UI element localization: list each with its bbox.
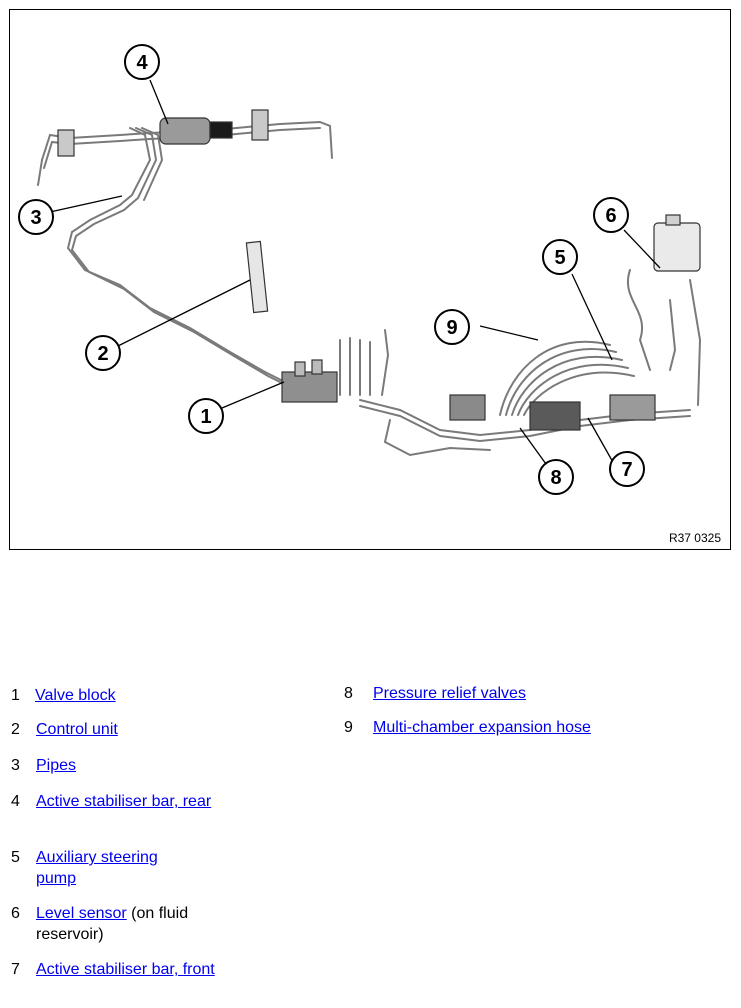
- legend-number: 2: [11, 721, 20, 738]
- callout-8: 8: [538, 459, 574, 495]
- callout-5: 5: [542, 239, 578, 275]
- callout-label: 7: [621, 459, 632, 481]
- legend-number: 8: [344, 685, 353, 702]
- control-unit-link[interactable]: Control unit: [36, 721, 118, 738]
- callout-label: 5: [554, 247, 565, 269]
- legend-number: 7: [11, 961, 20, 978]
- valve-block-link[interactable]: Valve block: [35, 687, 116, 704]
- callout-7: 7: [609, 451, 645, 487]
- callout-label: 6: [605, 205, 616, 227]
- callout-label: 4: [136, 52, 148, 74]
- callout-label: 9: [446, 317, 457, 339]
- level-sensor-note: (on fluid reservoir): [36, 905, 189, 943]
- active-stabiliser-bar-rear-link[interactable]: Active stabiliser bar, rear: [36, 793, 212, 810]
- legend-number: 5: [11, 849, 20, 866]
- callout-label: 3: [30, 207, 41, 229]
- figure-code: R37 0325: [668, 531, 721, 545]
- auxiliary-steering-pump-link[interactable]: Auxiliary steering pump: [36, 849, 158, 887]
- leader-lines: [49, 79, 661, 465]
- legend-number: 4: [11, 793, 20, 810]
- legend-number: 3: [11, 757, 20, 774]
- callout-label: 8: [550, 467, 561, 489]
- hydraulic-system-drawing: 4 3 2 1 9 5 6 7: [18, 44, 702, 495]
- legend-number: 6: [11, 905, 20, 922]
- multi-chamber-expansion-hose-link[interactable]: Multi-chamber expansion hose: [373, 719, 591, 736]
- callout-label: 2: [97, 343, 108, 365]
- callout-label: 1: [200, 406, 211, 428]
- diagram-figure: 4 3 2 1 9 5 6 7: [9, 9, 731, 550]
- callout-4: 4: [124, 44, 160, 80]
- pressure-relief-valves-link[interactable]: Pressure relief valves: [373, 685, 526, 702]
- legend-number: 1: [11, 687, 20, 704]
- legend-number: 9: [344, 719, 353, 736]
- callout-6: 6: [593, 197, 629, 233]
- callout-1: 1: [188, 398, 224, 434]
- callout-2: 2: [85, 335, 121, 371]
- pipework-drawing: [37, 120, 702, 457]
- callout-3: 3: [18, 199, 54, 235]
- component-shapes: [57, 109, 701, 431]
- level-sensor-link[interactable]: Level sensor: [36, 905, 127, 922]
- active-stabiliser-bar-front-link[interactable]: Active stabiliser bar, front: [36, 961, 215, 978]
- callout-9: 9: [434, 309, 470, 345]
- pipes-link[interactable]: Pipes: [36, 757, 77, 774]
